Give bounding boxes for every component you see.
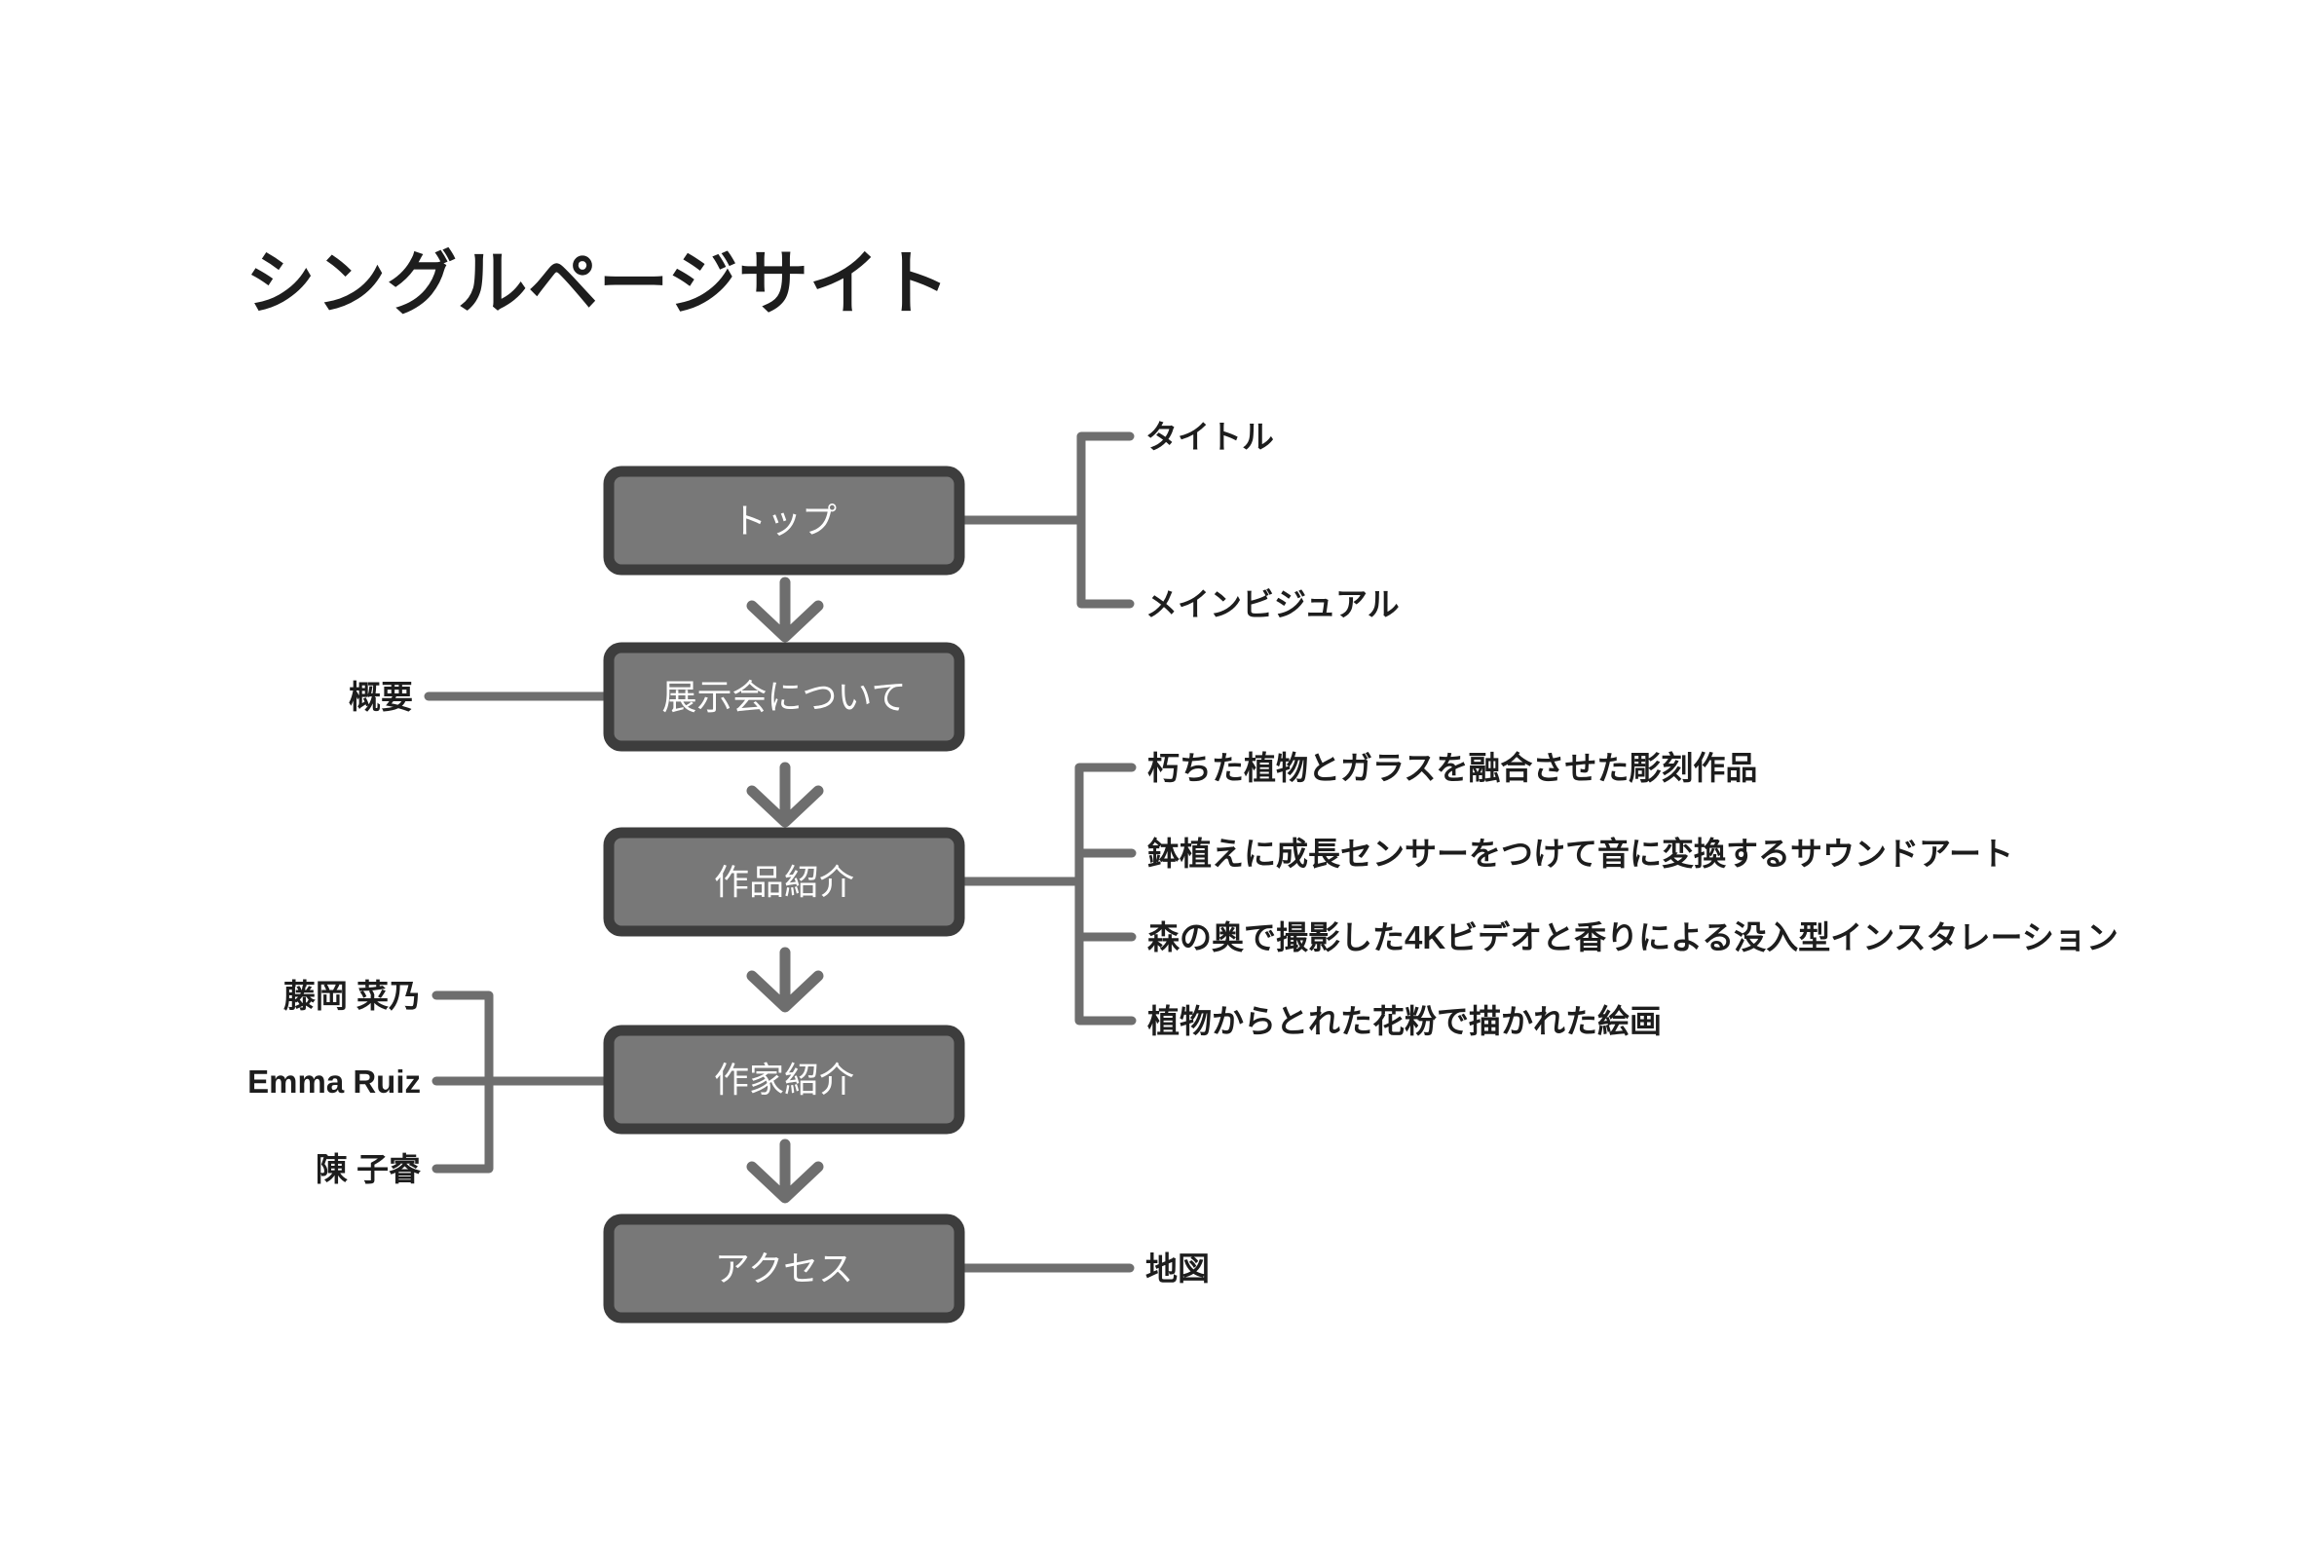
node-rect: [603, 466, 965, 576]
annotation-title: タイトル: [1145, 419, 1274, 455]
annotation-overview: 概要: [349, 679, 413, 715]
annotation-artist-3: 陳 子睿: [316, 1151, 422, 1187]
annotation-artist-1: 藤岡 菜乃: [283, 978, 421, 1014]
arrow-artists-to-access: [746, 1139, 824, 1204]
connector-top-branch: [955, 431, 1135, 609]
node-box-works[interactable]: 作品紹介: [603, 827, 965, 937]
node-rect: [603, 1213, 965, 1324]
node-label-access: アクセス: [715, 1249, 853, 1288]
annotation-work-1: 朽ちた植物とガラスを融合させた彫刻作品: [1147, 750, 1757, 786]
annotation-map: 地図: [1145, 1251, 1210, 1287]
annotation-work-4: 植物からとれた花粉で描かれた絵画: [1147, 1003, 1662, 1039]
annotation-work-2: 鉢植えに成長センサーをつけて音に変換するサウンドアート: [1147, 836, 2013, 872]
node-box-access[interactable]: アクセス: [603, 1213, 965, 1324]
node-box-about[interactable]: 展示会について: [603, 642, 965, 752]
annotation-work-3: 森の奥で撮影した4Kビデオと香りによる没入型インスタレーション: [1147, 919, 2118, 955]
node-label-works: 作品紹介: [714, 862, 854, 902]
node-rect: [603, 827, 965, 937]
connector-artists-branch: [431, 990, 614, 1174]
node-rect: [603, 1025, 965, 1135]
arrow-top-to-about: [746, 577, 824, 643]
node-box-top[interactable]: トップ: [603, 466, 965, 576]
node-box-artists[interactable]: 作家紹介: [603, 1025, 965, 1135]
annotation-main-visual: メインビジュアル: [1145, 586, 1400, 622]
arrow-about-to-works: [746, 762, 824, 828]
page-title: シングルページサイト: [245, 245, 951, 323]
annotation-artist-2: Emma Ruiz: [247, 1064, 421, 1100]
node-label-top: トップ: [731, 501, 837, 541]
node-rect: [603, 642, 965, 752]
arrow-works-to-artists: [746, 947, 824, 1013]
connector-works-branch: [955, 763, 1137, 1026]
node-label-artists: 作家紹介: [714, 1060, 854, 1100]
node-label-about: 展示会について: [662, 677, 907, 717]
